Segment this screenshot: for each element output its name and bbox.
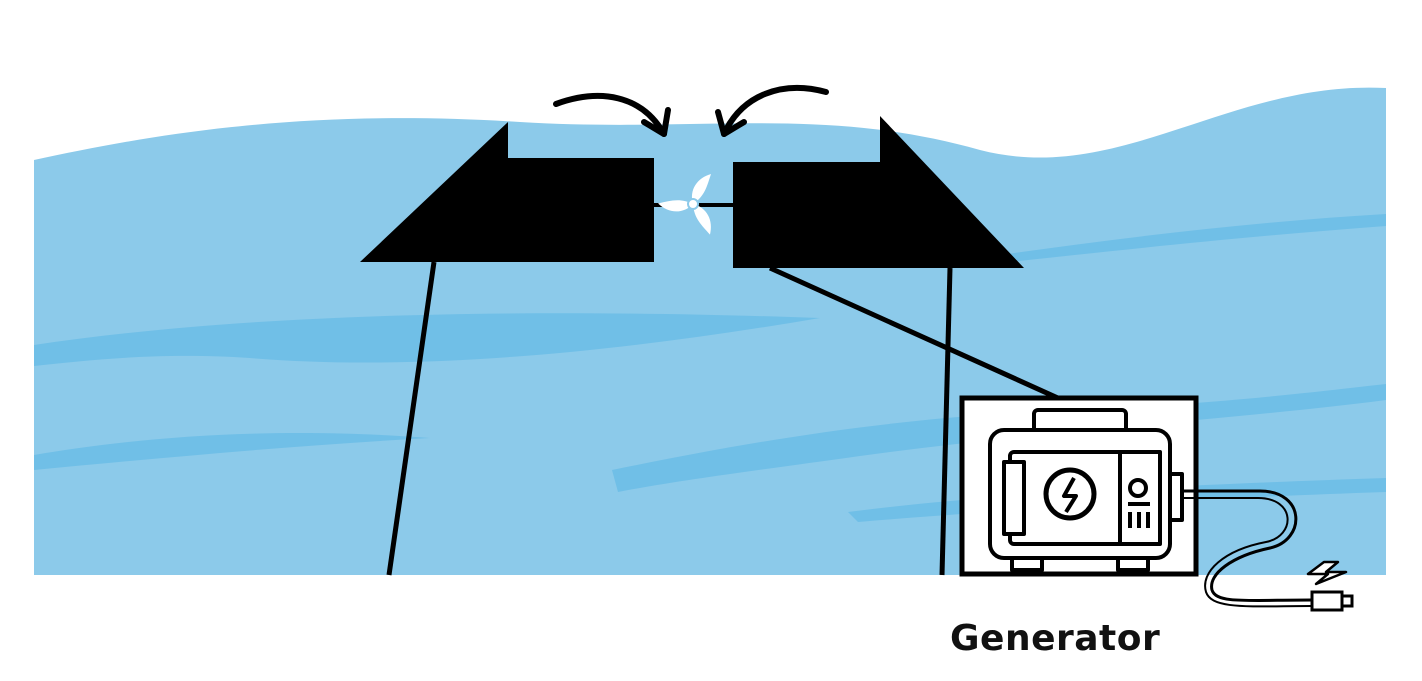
power-cable <box>768 265 1082 411</box>
generator-label: Generator <box>950 618 1161 659</box>
power-cord <box>1182 497 1313 608</box>
flow-arrow-right <box>715 85 829 137</box>
power-plug-icon <box>1310 590 1354 612</box>
water-streak <box>34 313 820 366</box>
power-cord <box>1182 489 1313 603</box>
support-leg-left <box>386 261 437 576</box>
barrage-right <box>733 116 1024 268</box>
flow-arrow-left <box>553 93 671 137</box>
lightning-icon <box>1062 477 1078 514</box>
support-leg-right <box>939 267 953 576</box>
lightning-icon <box>1306 560 1348 586</box>
generator-icon <box>959 395 1199 577</box>
barrage-left <box>360 122 654 262</box>
propeller-icon <box>658 174 711 235</box>
water-streak <box>34 433 430 470</box>
water-streak <box>1000 214 1386 262</box>
